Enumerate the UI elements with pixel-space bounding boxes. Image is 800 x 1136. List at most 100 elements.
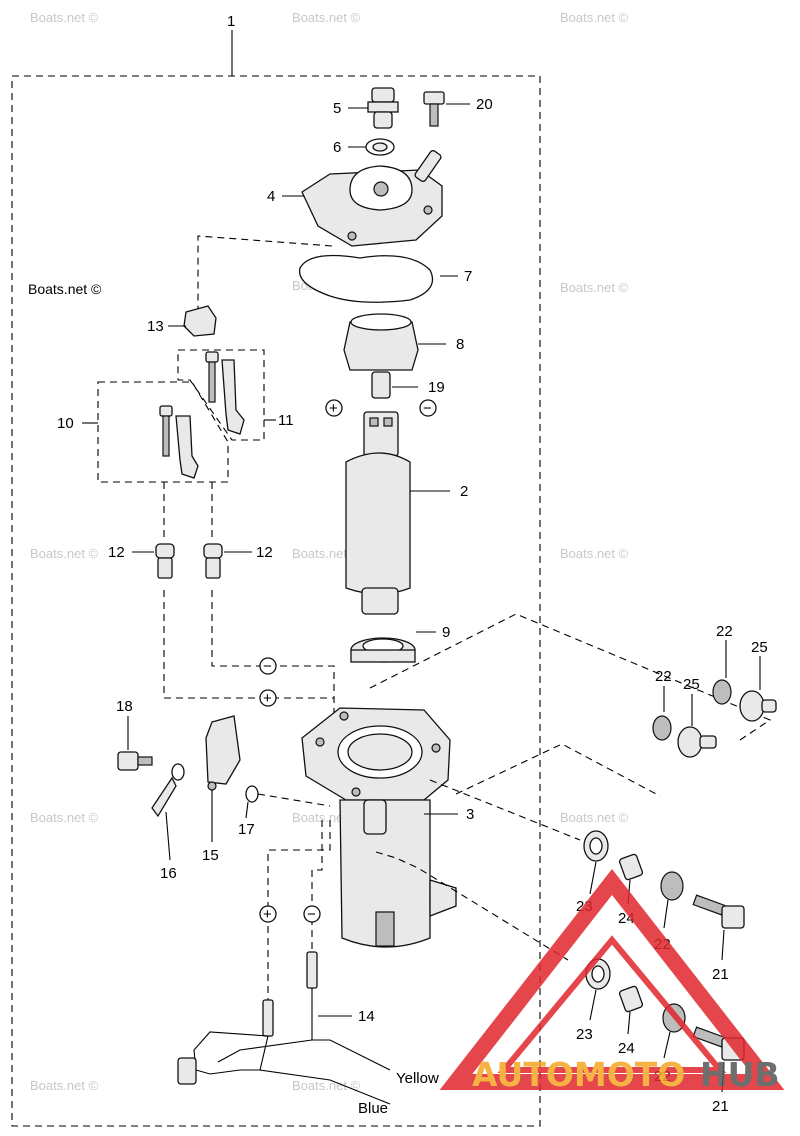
watermark-text: Boats.net © (292, 1078, 361, 1093)
callout-11: 11 (278, 412, 294, 429)
callout-2: 2 (460, 483, 468, 500)
callout-22: 22 (655, 668, 672, 685)
part-22-washer (712, 679, 732, 705)
part-2-fuel-pump (345, 411, 411, 615)
watermark-text: Boats.net © (30, 810, 99, 825)
part-12-boot-right (203, 543, 223, 579)
projection-line (369, 613, 772, 741)
automotohub-logo: AUTOMOTO HUB (439, 868, 785, 1094)
svg-text:−: − (423, 400, 432, 417)
part-4-cover (301, 149, 443, 247)
plus-terminal-marker: + (259, 689, 277, 707)
part-11-terminal (205, 351, 245, 435)
leader-line (627, 1011, 631, 1035)
leader-line (245, 801, 249, 819)
watermark-text: Boats.net © (30, 546, 99, 561)
leader-line (721, 929, 725, 961)
part-13-cap (183, 305, 217, 337)
projection-line (257, 793, 331, 807)
harness-dashed-path (197, 235, 333, 310)
box-10 (97, 381, 229, 483)
leader-line (165, 811, 171, 861)
part-7-gasket (298, 254, 434, 303)
callout-14: 14 (358, 1008, 375, 1025)
projection-line (375, 851, 569, 961)
assembly-boundary (11, 75, 541, 1127)
plus-terminal-marker: + (325, 399, 343, 417)
callout-15: 15 (202, 847, 219, 864)
logo-text-hub: HUB (700, 1055, 780, 1094)
watermark-text: Boats.net © (560, 280, 629, 295)
callout-7: 7 (464, 268, 472, 285)
part-9-seal (350, 637, 416, 663)
part-10-terminal (159, 405, 199, 479)
callout-17: 17 (238, 821, 255, 838)
minus-wire-path (311, 820, 323, 950)
part-5-fitting (367, 87, 399, 129)
callout-4: 4 (267, 188, 275, 205)
callout-16: 16 (160, 865, 177, 882)
part-25-grommet (677, 726, 717, 758)
part-24-collar (618, 853, 644, 881)
callout-25: 25 (683, 676, 700, 693)
logo-text-automoto: AUTOMOTO (472, 1055, 685, 1094)
callout-23: 23 (576, 1026, 593, 1043)
part-12-boot-left (155, 543, 175, 579)
part-25-grommet (739, 690, 777, 722)
leader-line (663, 899, 669, 929)
callout-12: 12 (108, 544, 125, 561)
callout-21: 21 (712, 1098, 729, 1115)
minus-terminal-marker: − (419, 399, 437, 417)
part-19-connector (371, 371, 391, 399)
part-22-washer (660, 871, 684, 901)
minus-terminal-marker: − (303, 905, 321, 923)
wire-label-blue: Blue (358, 1100, 388, 1117)
part-14-harness (177, 951, 391, 1105)
watermark-text: Boats.net © (560, 810, 629, 825)
svg-text:−: − (263, 658, 272, 675)
minus-wire-path (211, 590, 335, 698)
callout-18: 18 (116, 698, 133, 715)
plus-wire-path (267, 820, 331, 1000)
box-11 (177, 349, 265, 441)
svg-text:+: + (263, 906, 272, 923)
part-18-bolt (117, 751, 153, 771)
callout-3: 3 (466, 806, 474, 823)
part-16-clip (151, 763, 185, 818)
part-21-bolt (692, 894, 745, 929)
watermark-text: Boats.net © (292, 10, 361, 25)
callout-25: 25 (751, 639, 768, 656)
watermark-label: Boats.net © (28, 281, 102, 297)
callout-13: 13 (147, 318, 164, 335)
part-8-ring-nut (343, 313, 419, 371)
svg-text:+: + (329, 400, 338, 417)
watermark-text: Boats.net © (30, 10, 99, 25)
part-20-bolt (423, 91, 445, 127)
callout-21: 21 (712, 966, 729, 983)
callout-22: 22 (716, 623, 733, 640)
watermark-text: Boats.net © (560, 10, 629, 25)
leader-line (589, 989, 597, 1021)
callout-24: 24 (618, 1040, 635, 1057)
watermark-text: Boats.net © (292, 546, 361, 561)
projection-line (429, 779, 581, 841)
projection-line (455, 743, 661, 797)
wire-label-yellow: Yellow (396, 1070, 439, 1087)
part-17-washer (245, 785, 259, 803)
plus-terminal-marker: + (259, 905, 277, 923)
callout-8: 8 (456, 336, 464, 353)
part-15-clamp (205, 715, 241, 791)
part-23-bushing (583, 830, 609, 862)
part-24-collar (618, 985, 644, 1013)
callout-6: 6 (333, 139, 341, 156)
callout-10: 10 (57, 415, 74, 432)
callout-9: 9 (442, 624, 450, 641)
callout-20: 20 (476, 96, 493, 113)
svg-text:+: + (263, 690, 272, 707)
leader-line (663, 1031, 671, 1059)
minus-terminal-marker: − (259, 657, 277, 675)
part-3-filter-housing (301, 707, 457, 948)
svg-text:−: − (307, 906, 316, 923)
plus-wire-path (163, 590, 335, 720)
